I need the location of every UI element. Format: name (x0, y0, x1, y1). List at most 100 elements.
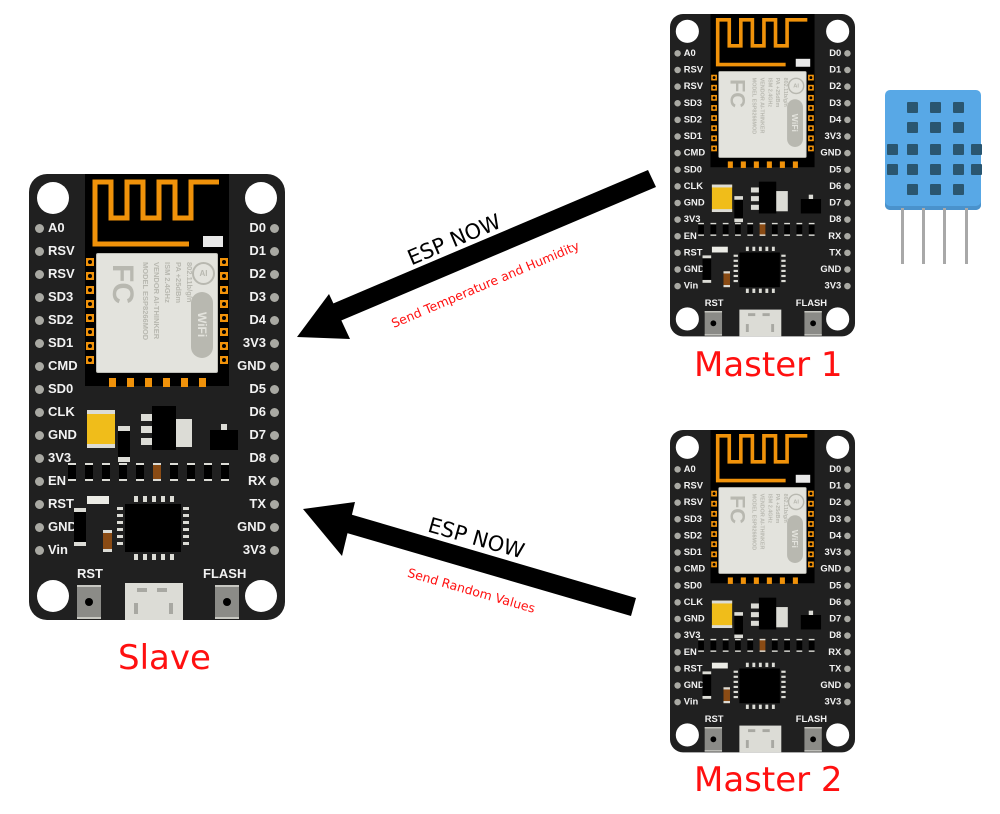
header-pin[interactable] (844, 183, 851, 190)
header-pin[interactable] (674, 682, 681, 689)
flash-button[interactable] (804, 311, 822, 336)
rst-button[interactable] (77, 585, 101, 619)
header-pin[interactable] (35, 546, 44, 555)
header-pin[interactable] (844, 698, 851, 706)
micro-usb-port[interactable] (739, 725, 782, 753)
header-pin[interactable] (674, 50, 681, 57)
header-pin[interactable] (844, 216, 851, 223)
header-pin[interactable] (844, 665, 851, 673)
header-pin[interactable] (674, 83, 681, 90)
header-pin[interactable] (35, 523, 44, 532)
header-pin[interactable] (844, 482, 851, 490)
header-pin[interactable] (674, 549, 681, 556)
header-pin[interactable] (35, 339, 44, 348)
header-pin[interactable] (270, 270, 279, 279)
header-pin[interactable] (844, 116, 851, 124)
header-pin[interactable] (674, 266, 681, 273)
header-pin[interactable] (270, 454, 279, 463)
header-pin[interactable] (35, 408, 44, 417)
header-pin[interactable] (270, 224, 279, 233)
header-pin[interactable] (844, 133, 851, 140)
header-pin[interactable] (674, 615, 681, 623)
micro-usb-port[interactable] (739, 309, 782, 337)
header-pin[interactable] (844, 549, 851, 556)
header-pin[interactable] (674, 183, 681, 190)
header-pin[interactable] (844, 66, 851, 74)
header-pin[interactable] (270, 500, 279, 509)
header-pin[interactable] (35, 477, 44, 486)
header-pin[interactable] (674, 516, 681, 523)
header-pin[interactable] (270, 247, 279, 256)
flash-button[interactable] (215, 585, 239, 619)
header-pin[interactable] (270, 385, 279, 394)
header-pin[interactable] (35, 454, 44, 463)
header-pin[interactable] (844, 166, 851, 173)
micro-usb-port[interactable] (125, 583, 183, 620)
header-pin[interactable] (270, 316, 279, 325)
header-pin[interactable] (674, 116, 681, 124)
header-pin[interactable] (844, 282, 851, 290)
header-pin[interactable] (674, 216, 681, 223)
header-pin[interactable] (844, 499, 851, 506)
header-pin[interactable] (35, 385, 44, 394)
header-pin[interactable] (844, 565, 851, 573)
header-pin[interactable] (844, 632, 851, 639)
header-pin[interactable] (674, 599, 681, 606)
header-pin[interactable] (844, 249, 851, 257)
flash-button[interactable] (804, 727, 822, 752)
header-pin[interactable] (270, 477, 279, 486)
header-pin[interactable] (674, 482, 681, 490)
header-pin[interactable] (270, 431, 279, 440)
header-pin[interactable] (844, 682, 851, 689)
header-pin[interactable] (35, 224, 44, 233)
header-pin[interactable] (674, 149, 681, 157)
header-pin[interactable] (35, 293, 44, 302)
header-pin[interactable] (674, 499, 681, 506)
header-pin[interactable] (270, 408, 279, 417)
header-pin[interactable] (674, 582, 681, 589)
header-pin[interactable] (674, 249, 681, 257)
header-pin[interactable] (674, 282, 681, 290)
header-pin[interactable] (674, 100, 681, 107)
header-pin[interactable] (844, 516, 851, 523)
rst-button[interactable] (704, 727, 723, 752)
header-pin[interactable] (844, 599, 851, 606)
header-pin[interactable] (270, 293, 279, 302)
header-pin[interactable] (674, 66, 681, 74)
header-pin[interactable] (270, 339, 279, 348)
header-pin[interactable] (844, 50, 851, 57)
header-pin[interactable] (35, 316, 44, 325)
header-pin[interactable] (35, 247, 44, 256)
header-pin[interactable] (674, 133, 681, 140)
header-pin[interactable] (844, 532, 851, 540)
header-pin[interactable] (674, 166, 681, 173)
header-pin[interactable] (844, 83, 851, 90)
header-pin[interactable] (270, 523, 279, 532)
header-pin[interactable] (674, 532, 681, 540)
header-pin[interactable] (674, 632, 681, 639)
header-pin[interactable] (35, 500, 44, 509)
header-pin[interactable] (844, 466, 851, 473)
header-pin[interactable] (35, 270, 44, 279)
header-pin[interactable] (674, 199, 681, 207)
header-pin[interactable] (270, 362, 279, 371)
header-pin[interactable] (674, 466, 681, 473)
header-pin[interactable] (674, 565, 681, 573)
header-pin[interactable] (844, 582, 851, 589)
pin-label-left: RST (683, 246, 703, 258)
header-pin[interactable] (674, 232, 681, 240)
header-pin[interactable] (270, 546, 279, 555)
header-pin[interactable] (844, 232, 851, 240)
header-pin[interactable] (844, 100, 851, 107)
header-pin[interactable] (844, 648, 851, 656)
header-pin[interactable] (674, 698, 681, 706)
header-pin[interactable] (844, 199, 851, 207)
header-pin[interactable] (844, 615, 851, 623)
header-pin[interactable] (674, 648, 681, 656)
rst-button[interactable] (704, 311, 723, 336)
header-pin[interactable] (35, 431, 44, 440)
header-pin[interactable] (674, 665, 681, 673)
header-pin[interactable] (844, 266, 851, 273)
header-pin[interactable] (35, 362, 44, 371)
header-pin[interactable] (844, 149, 851, 157)
